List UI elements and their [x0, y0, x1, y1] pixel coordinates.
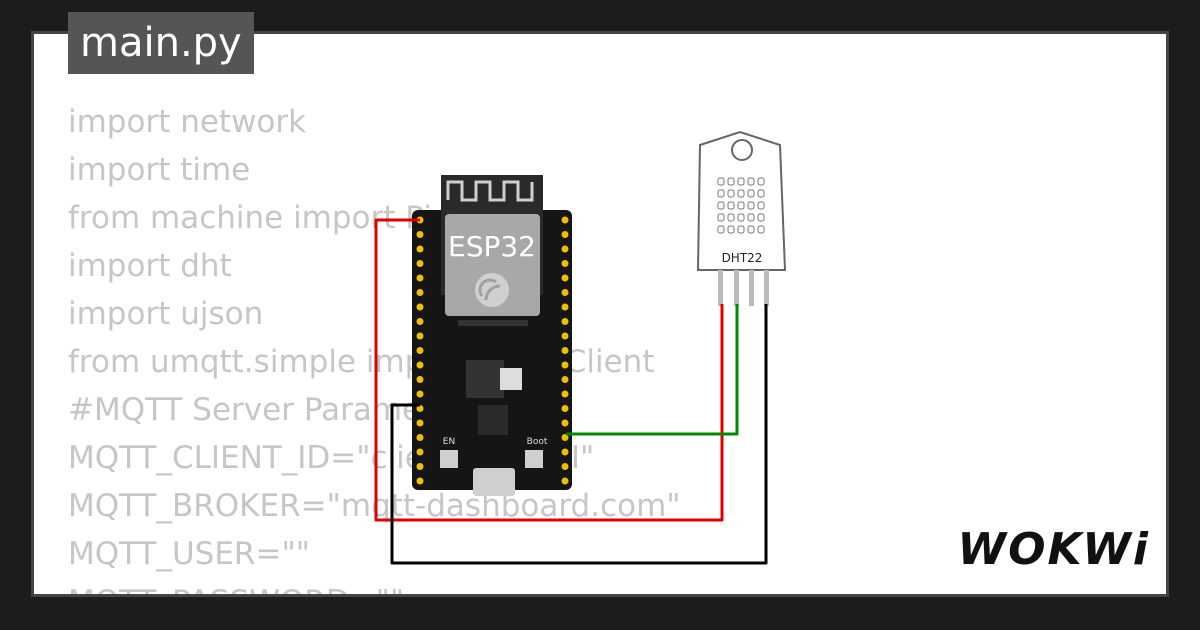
header-pin[interactable]	[416, 303, 424, 311]
header-pin[interactable]	[561, 390, 569, 398]
boot-label: Boot	[527, 437, 548, 447]
esp32-label: ESP32	[448, 230, 536, 263]
sensor-vent-grid	[717, 177, 765, 234]
header-pin[interactable]	[416, 463, 424, 470]
vent-slot	[727, 189, 735, 198]
vent-slot	[717, 201, 725, 210]
vent-slot	[757, 177, 765, 186]
code-line: MQTT_BROKER="mqtt-dashboard.com"	[68, 488, 681, 524]
espressif-logo-icon	[475, 273, 509, 307]
header-pin[interactable]	[561, 245, 569, 253]
wokwi-logo: WOKWi	[957, 524, 1150, 575]
header-pin[interactable]	[416, 245, 424, 253]
header-pin[interactable]	[416, 434, 424, 441]
boot-button[interactable]	[525, 450, 543, 468]
vent-slot	[727, 213, 735, 222]
header-pin[interactable]	[561, 361, 569, 369]
esp32-module-shield	[445, 214, 540, 316]
code-line: import ujson	[68, 296, 264, 332]
vent-slot	[717, 177, 725, 186]
voltage-regulator	[466, 360, 504, 398]
vent-slot	[727, 225, 735, 234]
header-pin[interactable]	[416, 405, 424, 412]
vent-slot	[737, 225, 745, 234]
vent-slot	[747, 225, 755, 234]
en-label: EN	[443, 437, 455, 447]
en-button[interactable]	[440, 450, 458, 468]
wire-data[interactable]	[566, 304, 739, 436]
header-pin[interactable]	[561, 332, 569, 340]
vent-slot	[747, 189, 755, 198]
vent-slot	[737, 201, 745, 210]
code-line: MQTT_PASSWORD=""	[68, 578, 681, 594]
header-pin[interactable]	[416, 260, 424, 267]
file-tab-label: main.py	[80, 20, 242, 66]
canvas-frame: import network import time from machine …	[34, 34, 1166, 594]
vent-slot	[717, 225, 725, 234]
code-preview: import network import time from machine …	[68, 98, 681, 594]
vent-slot	[727, 201, 735, 210]
header-pin[interactable]	[416, 419, 424, 427]
vent-slot	[737, 189, 745, 198]
file-tab[interactable]: main.py	[68, 12, 254, 74]
header-pin[interactable]	[416, 376, 424, 383]
header-pin[interactable]	[416, 332, 424, 340]
header-pin[interactable]	[416, 289, 424, 296]
pin-header-left	[416, 216, 424, 485]
code-line: import network	[68, 104, 307, 140]
header-pin[interactable]	[416, 274, 424, 282]
header-pin[interactable]	[561, 477, 569, 485]
header-pin[interactable]	[416, 477, 424, 485]
header-pin[interactable]	[416, 231, 424, 238]
header-pin[interactable]	[416, 347, 424, 354]
vent-slot	[757, 213, 765, 222]
header-pin[interactable]	[561, 448, 569, 456]
header-pin[interactable]	[561, 419, 569, 427]
header-pin[interactable]	[416, 361, 424, 369]
header-pin[interactable]	[561, 434, 569, 441]
usb-chip	[478, 405, 508, 435]
header-pin[interactable]	[416, 318, 424, 325]
header-pin[interactable]	[561, 347, 569, 354]
header-pin[interactable]	[561, 231, 569, 238]
header-pin[interactable]	[561, 318, 569, 325]
vent-slot	[747, 213, 755, 222]
vent-slot	[747, 177, 755, 186]
vent-slot	[757, 189, 765, 198]
vent-slot	[717, 213, 725, 222]
vent-slot	[737, 213, 745, 222]
header-pin[interactable]	[561, 274, 569, 282]
header-pin[interactable]	[561, 216, 569, 224]
header-pin[interactable]	[416, 390, 424, 398]
vent-slot	[717, 189, 725, 198]
usb-port[interactable]	[473, 468, 515, 496]
vent-slot	[757, 225, 765, 234]
pin-header-right	[561, 216, 569, 485]
header-pin[interactable]	[561, 289, 569, 296]
esp32-board[interactable]: ESP32 EN Boot	[412, 175, 572, 496]
vent-slot	[757, 201, 765, 210]
dht22-label: DHT22	[722, 251, 763, 265]
vent-slot	[727, 177, 735, 186]
header-pin[interactable]	[561, 376, 569, 383]
header-pin[interactable]	[416, 448, 424, 456]
header-pin[interactable]	[561, 463, 569, 470]
code-line: import dht	[68, 248, 232, 284]
wire-gnd[interactable]	[390, 304, 768, 565]
header-pin[interactable]	[561, 303, 569, 311]
header-pin[interactable]	[561, 260, 569, 267]
vent-slot	[737, 177, 745, 186]
code-line: import time	[68, 152, 251, 188]
code-line: MQTT_USER=""	[68, 536, 310, 572]
vent-slot	[747, 201, 755, 210]
header-pin[interactable]	[561, 405, 569, 412]
wire-vcc[interactable]	[374, 218, 724, 522]
antenna-trace	[446, 180, 534, 202]
dht22-sensor[interactable]: DHT22	[696, 130, 787, 306]
